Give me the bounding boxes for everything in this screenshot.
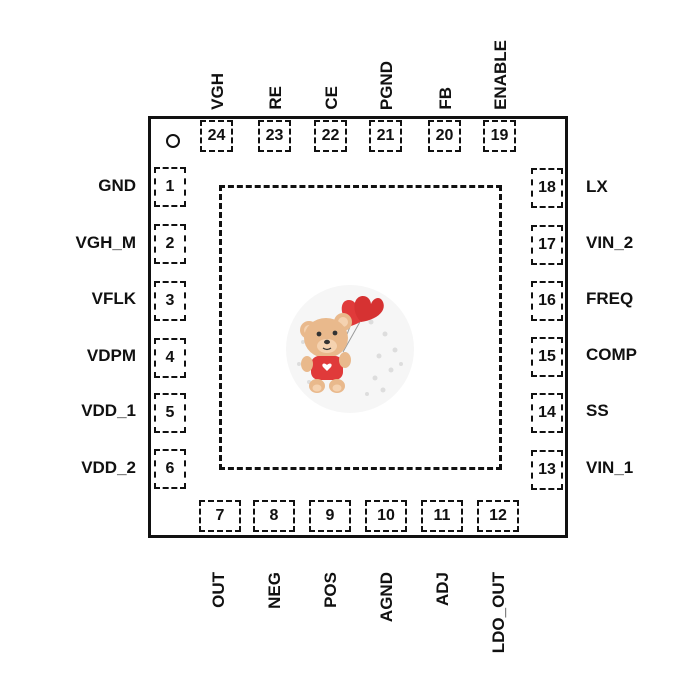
pin-label-vin-1: VIN_1 xyxy=(586,458,634,477)
pin-number: 14 xyxy=(538,404,556,421)
pin-label-pos: POS xyxy=(321,572,340,608)
pin-label-comp: COMP xyxy=(586,345,637,364)
pin-number: 3 xyxy=(165,292,175,309)
pin-pad-21: 21 xyxy=(369,120,402,152)
pin-pad-13: 13 xyxy=(531,450,563,490)
pin-number: 12 xyxy=(489,507,507,524)
pin-pad-17: 17 xyxy=(531,225,563,265)
pin-number: 5 xyxy=(165,404,175,421)
pin-label-vin-2: VIN_2 xyxy=(586,233,634,252)
pin-pad-10: 10 xyxy=(365,500,407,532)
pin-label-vgh: VGH xyxy=(208,73,227,110)
pin-pad-4: 4 xyxy=(154,338,186,378)
pin-pad-11: 11 xyxy=(421,500,463,532)
pin-pad-8: 8 xyxy=(253,500,295,532)
pin-label-enable: ENABLE xyxy=(491,40,510,110)
pin-pad-12: 12 xyxy=(477,500,519,532)
teddy-bear-with-heart-balloons-icon xyxy=(286,285,414,413)
pin-label-vdd-2: VDD_2 xyxy=(81,458,136,477)
pin-number: 13 xyxy=(538,461,556,478)
pin-label-ss: SS xyxy=(586,401,609,420)
pin-number: 2 xyxy=(165,235,175,252)
pin-label-agnd: AGND xyxy=(377,572,396,623)
pin-number: 6 xyxy=(165,460,175,477)
pin-pad-22: 22 xyxy=(314,120,347,152)
pin-number: 11 xyxy=(433,507,451,524)
pin-number: 21 xyxy=(376,127,395,144)
pin-label-ldo-out: LDO_OUT xyxy=(489,572,508,654)
pin-label-freq: FREQ xyxy=(586,289,634,308)
pin-number: 7 xyxy=(215,507,225,524)
pin-pad-5: 5 xyxy=(154,393,186,433)
pin-label-ce: CE xyxy=(322,86,341,110)
pin-number: 8 xyxy=(269,507,279,524)
pin-label-fb: FB xyxy=(436,87,455,110)
pin-number: 18 xyxy=(538,179,556,196)
pin-pad-6: 6 xyxy=(154,449,186,489)
pin-label-re: RE xyxy=(266,86,285,110)
pin-pad-19: 19 xyxy=(483,120,516,152)
pin-pad-14: 14 xyxy=(531,393,563,433)
pin-label-pgnd: PGND xyxy=(377,60,396,110)
pin-number: 15 xyxy=(538,348,556,365)
pin-number: 17 xyxy=(538,236,556,253)
pin-label-gnd: GND xyxy=(98,176,136,195)
pin-number: 24 xyxy=(207,127,226,144)
pin-number: 4 xyxy=(165,349,175,366)
pin-label-vdd-1: VDD_1 xyxy=(81,401,136,420)
pin-pad-1: 1 xyxy=(154,167,186,207)
pin-number: 22 xyxy=(321,127,340,144)
pin-number: 16 xyxy=(538,292,556,309)
pin-label-vdpm: VDPM xyxy=(86,346,136,365)
pin-pad-7: 7 xyxy=(199,500,241,532)
pin-label-lx: LX xyxy=(586,177,608,196)
pin-pad-2: 2 xyxy=(154,224,186,264)
pin1-marker-icon xyxy=(166,134,180,148)
pin-pad-20: 20 xyxy=(428,120,461,152)
pin-pad-23: 23 xyxy=(258,120,291,152)
pin-label-out: OUT xyxy=(209,572,228,608)
pin-number: 1 xyxy=(165,178,175,195)
pin-pad-15: 15 xyxy=(531,337,563,377)
pin-pad-9: 9 xyxy=(309,500,351,532)
pin-label-vgh-m: VGH_M xyxy=(75,233,136,252)
pin-pad-24: 24 xyxy=(200,120,233,152)
pin-number: 19 xyxy=(490,127,509,144)
pin-label-vflk: VFLK xyxy=(91,289,136,308)
pin-label-adj: ADJ xyxy=(433,572,452,607)
pin-label-neg: NEG xyxy=(265,572,284,609)
pin-pad-16: 16 xyxy=(531,281,563,321)
pin-pad-18: 18 xyxy=(531,168,563,208)
pin-number: 9 xyxy=(325,507,335,524)
exposed-thermal-pad xyxy=(219,185,502,470)
pin-pad-3: 3 xyxy=(154,281,186,321)
pin-number: 23 xyxy=(265,127,284,144)
pin-number: 20 xyxy=(435,127,454,144)
pin-number: 10 xyxy=(377,507,395,524)
